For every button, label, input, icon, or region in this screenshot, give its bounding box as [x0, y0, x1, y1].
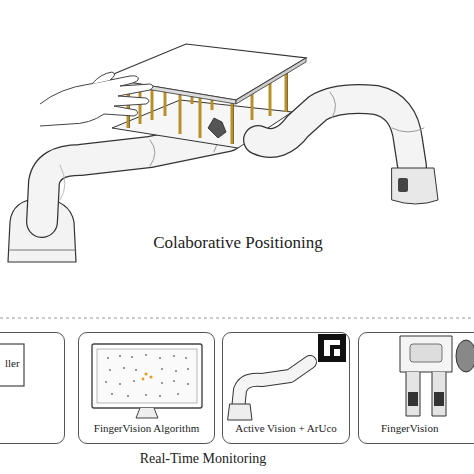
section-heading: Real-Time Monitoring — [140, 451, 267, 467]
panel-caption: ller — [5, 357, 20, 370]
fingervision-box: FingerVision — [358, 332, 474, 444]
active-vision-icon — [228, 334, 346, 420]
controller-icon — [0, 344, 24, 386]
panel-caption: FingerVision — [381, 422, 438, 435]
right-robot-arm — [258, 92, 438, 204]
active-vision-box: Active Vision + ArUco — [222, 332, 350, 444]
panel-caption: Active Vision + ArUco — [235, 422, 337, 435]
dashed-separator — [0, 318, 474, 319]
human-hand — [40, 72, 153, 126]
panel-caption: FingerVision Algorithm — [94, 422, 199, 435]
fingervision-gripper-icon — [400, 336, 474, 416]
section-heading: Colaborative Positioning — [153, 233, 323, 253]
monitor-icon — [92, 344, 202, 418]
algorithm-box: FingerVision Algorithm — [78, 332, 215, 444]
controller-box: ller — [0, 332, 65, 444]
